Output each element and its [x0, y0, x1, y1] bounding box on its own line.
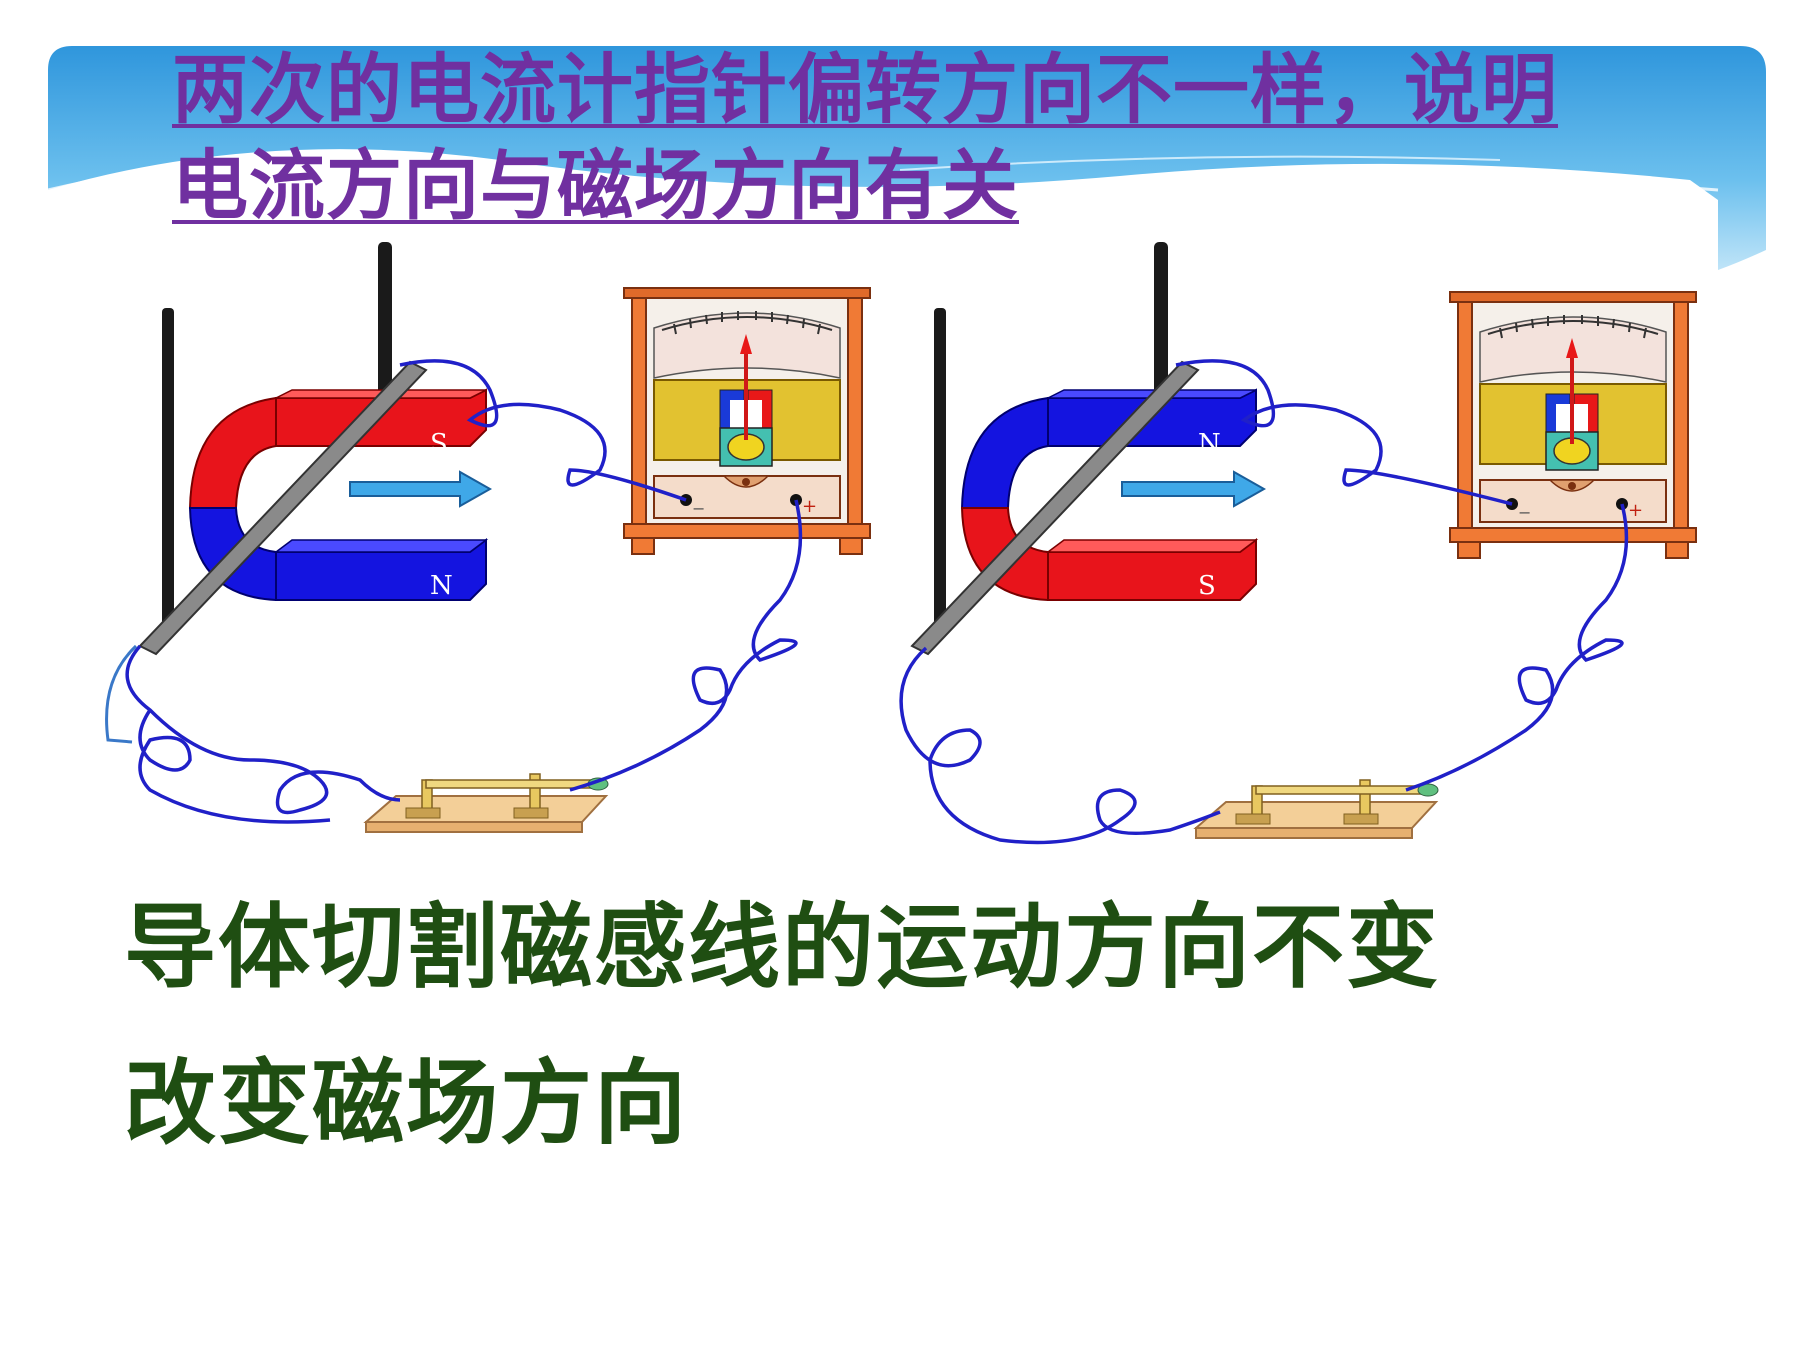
wire-right — [899, 359, 1629, 845]
stand-pole-right-2 — [1154, 242, 1168, 402]
apparatus-left: S N — [105, 242, 872, 833]
apparatus-right: N S — [899, 242, 1698, 845]
magnet-right-top-pole: N — [1198, 429, 1221, 459]
induction-apparatus-illustration: − + S — [105, 242, 1698, 845]
stand-pole-left-2 — [378, 242, 392, 402]
stand-pole-left-1 — [162, 308, 174, 630]
conductor-rod-left — [138, 360, 428, 656]
title-line-1: 两次的电流计指针偏转方向不一样，说明 — [172, 45, 1558, 134]
caption-line-2: 改变磁场方向 — [124, 1050, 689, 1157]
horseshoe-magnet-right: N S — [960, 388, 1259, 602]
wire-left-loose-end — [105, 644, 138, 744]
caption-line-1: 导体切割磁感线的运动方向不变 — [124, 894, 1441, 1001]
switch-left — [365, 773, 609, 833]
motion-arrow-right — [1121, 470, 1267, 508]
magnet-right-bottom-pole: S — [1198, 571, 1216, 601]
magnet-left-bottom-pole: N — [430, 571, 453, 601]
galvanometer-left — [622, 286, 872, 556]
wire-left — [125, 359, 803, 824]
motion-arrow-left — [349, 470, 493, 508]
stand-pole-right-1 — [934, 308, 946, 630]
switch-right — [1195, 779, 1439, 839]
header-banner — [47, 46, 1766, 270]
magnet-left-top-pole: S — [430, 429, 448, 459]
galvanometer-right — [1448, 290, 1698, 560]
title-line-2: 电流方向与磁场方向有关 — [172, 141, 1019, 230]
